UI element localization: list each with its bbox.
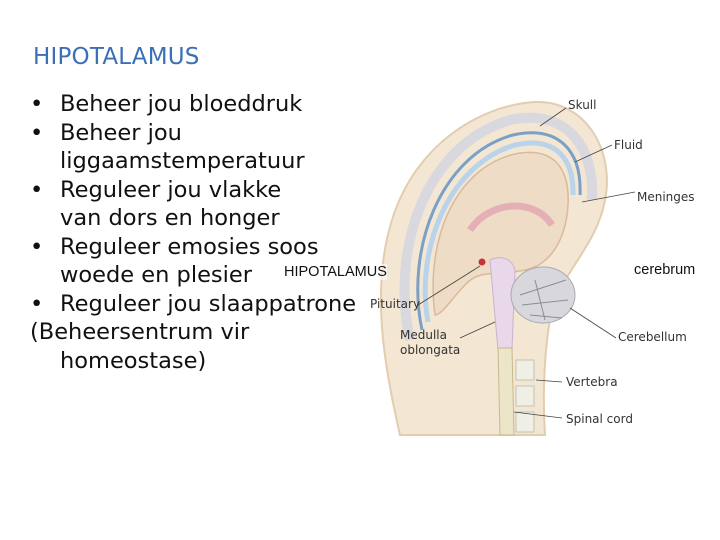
- label-fluid: Fluid: [614, 138, 643, 152]
- brainstem-shape: [489, 257, 516, 351]
- label-spinal-cord: Spinal cord: [566, 412, 633, 426]
- bullet-list: • Beheer jou bloeddruk • Beheer jou ligg…: [30, 90, 390, 375]
- bullet-text: Reguleer emosies soos woede en plesier: [60, 233, 319, 289]
- corpus-callosum-shape: [467, 202, 555, 233]
- label-pituitary: Pituitary: [370, 297, 421, 311]
- label-meninges: Meninges: [637, 190, 695, 204]
- bullet-item: • Reguleer jou vlakke van dors en honger: [30, 176, 390, 233]
- brain-illustration: [379, 100, 636, 436]
- bullet-item: • Beheer jou liggaamstemperatuur: [30, 119, 390, 176]
- bullet-marker: •: [30, 119, 44, 146]
- bullet-item: • Reguleer emosies soos woede en plesier: [30, 233, 390, 290]
- skull-shape: [399, 112, 598, 342]
- leader-lines: [417, 107, 636, 419]
- bullet-marker: •: [30, 176, 44, 203]
- vertebra-shape: [515, 411, 535, 433]
- label-cerebellum: Cerebellum: [618, 330, 687, 344]
- label-vertebra: Vertebra: [566, 375, 618, 389]
- bullet-item: • Beheer jou bloeddruk: [30, 90, 390, 119]
- brain-diagram: Skull Fluid Meninges Pituitary Medulla o…: [330, 90, 720, 440]
- meninges-shape: [416, 131, 582, 331]
- hypothalamus-overlay-label: HIPOTALAMUS: [284, 264, 387, 280]
- spinal-cord-shape: [497, 347, 515, 436]
- fluid-shape: [422, 140, 576, 323]
- vertebra-shape: [515, 359, 535, 381]
- bullet-marker: •: [30, 233, 44, 260]
- bullet-marker: •: [30, 290, 44, 317]
- bullet-marker: •: [30, 91, 44, 117]
- bullet-text: Beheer jou liggaamstemperatuur: [60, 119, 305, 175]
- slide-title: HIPOTALAMUS: [33, 44, 200, 70]
- bullet-text: Reguleer jou vlakke van dors en honger: [60, 176, 282, 232]
- cerebellum-branches: [519, 279, 569, 321]
- label-skull: Skull: [568, 98, 597, 112]
- bullet-item: • Reguleer jou slaappatrone: [30, 290, 390, 319]
- bullet-text: Reguleer jou slaappatrone: [60, 290, 357, 317]
- cerebrum-overlay-label: cerebrum: [634, 262, 696, 278]
- bullet-note: (Beheersentrum vir homeostase): [30, 319, 250, 374]
- cerebellum-shape: [510, 266, 576, 324]
- label-medulla: Medulla oblongata: [400, 328, 461, 357]
- hypothalamus-marker: [478, 258, 486, 266]
- vertebra-shape: [515, 385, 535, 407]
- bullet-text: Beheer jou bloeddruk: [60, 91, 303, 117]
